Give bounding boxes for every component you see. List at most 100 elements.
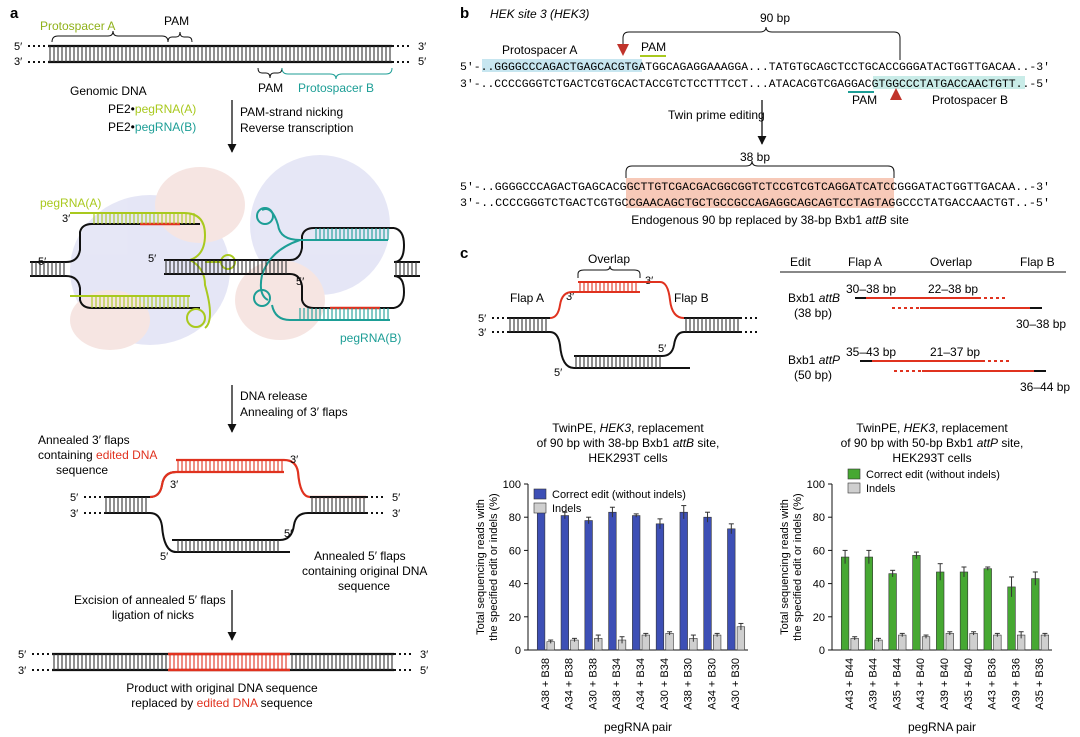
x-tick-label: A39 + B40: [939, 658, 951, 710]
panel-b-label: b: [460, 5, 469, 22]
bar-correct-edit: [888, 573, 897, 651]
step3-line1: Excision of annealed 5′ flaps: [74, 593, 226, 607]
table-header-overlap: Overlap: [930, 255, 972, 269]
protospacer-b-brace: [281, 67, 393, 80]
flap-length-table: Edit Flap A Overlap Flap B Bxb1 attB (38…: [780, 255, 1070, 394]
pam-top-label: PAM: [164, 14, 189, 28]
bar-correct-edit: [840, 556, 850, 651]
step3-line2: ligation of nicks: [112, 608, 194, 622]
three-prime-peg-a: 3′: [62, 213, 70, 225]
five-prime-c-bottom: 5′: [554, 367, 562, 379]
three-prime-overlap-bottom: 3′: [566, 291, 574, 303]
five-prime-prod-left: 5′: [18, 649, 26, 661]
three-prime-ann-right: 3′: [392, 508, 400, 520]
x-tick-label: A35 + B36: [1034, 658, 1046, 710]
y-tick-label: 0: [819, 645, 825, 657]
pe2-pegrna-a: PE2•pegRNA(A): [108, 102, 196, 116]
legend-label: Correct edit (without indels): [552, 489, 686, 501]
pegrna-complex-diagram: 5′ 3′ pegRNA(A) 5′: [30, 196, 420, 345]
three-prime-c-left: 3′: [478, 327, 486, 339]
y-tick-label: 0: [515, 645, 521, 657]
row1-flap-b: 30–38 bp: [1016, 317, 1066, 331]
chart-title-line2: of 90 bp with 50-bp Bxb1 attP site,: [841, 436, 1024, 450]
twin-pe-label: Twin prime editing: [668, 108, 765, 122]
three-prime-flap-bottom: 3′: [170, 479, 178, 491]
chart-title-line1: TwinPE, HEK3, replacement: [856, 421, 1008, 435]
bp38-brace: [625, 160, 895, 178]
bar-correct-edit: [727, 528, 736, 651]
product-line1: Product with original DNA sequence: [126, 681, 318, 695]
row1-flap-a: 30–38 bp: [846, 282, 896, 296]
y-axis-label-line1: Total sequencing reads with: [475, 499, 487, 635]
pegrna-b-label: pegRNA(B): [340, 331, 401, 345]
pam-bottom-brace: [257, 67, 283, 79]
x-tick-label: A43 + B44: [844, 658, 856, 710]
panel-b: b HEK site 3 (HEK3) 90 bp Protospacer A …: [460, 5, 1050, 227]
bar-indels: [665, 633, 674, 651]
hek-title: HEK site 3 (HEK3): [490, 7, 589, 21]
x-tick-label: A30 + B34: [659, 658, 671, 710]
protospacer-a-brace: [51, 30, 169, 43]
x-tick-label: A43 + B40: [915, 658, 927, 710]
bar-indels: [736, 626, 746, 651]
y-tick-label: 60: [813, 545, 825, 557]
genomic-dna-duplex: Protospacer A PAM 5′ 3′ 3′ 5′ PAM Protos…: [14, 14, 426, 95]
attb-insert-highlight: [626, 178, 894, 208]
row1-name: Bxb1 attB: [788, 291, 840, 305]
legend-label: Correct edit (without indels): [866, 469, 1000, 481]
row2-flap-b: 36–44 bp: [1020, 380, 1070, 394]
row1-overlap: 22–38 bp: [928, 282, 978, 296]
x-tick-label: A34 + B30: [706, 658, 718, 710]
pegrna-a-label: pegRNA(A): [40, 196, 101, 210]
panel-b-caption: Endogenous 90 bp replaced by 38-bp Bxb1 …: [631, 213, 909, 227]
x-tick-label: A38 + B38: [540, 658, 552, 710]
chart-title-line1: TwinPE, HEK3, replacement: [552, 421, 704, 435]
pam-bottom-b: PAM: [852, 93, 877, 107]
annealed3-line1: Annealed 3′ flaps: [38, 433, 130, 447]
flap-overlap-diagram: Overlap 3′ 3′ Flap A Flap B 5′ 3′ 5′ 5′: [478, 252, 760, 379]
bp90-brace: [622, 26, 901, 60]
nick-arrowhead-top: [617, 44, 629, 56]
five-prime-flap-top: 5′: [284, 528, 292, 540]
y-tick-label: 60: [509, 545, 521, 557]
chart-title-line2: of 90 bp with 38-bp Bxb1 attB site,: [537, 436, 720, 450]
x-tick-label: A35 + B44: [891, 658, 903, 710]
complex-base-pairs: [31, 213, 417, 320]
protospacer-b-highlight: [873, 76, 1025, 89]
step1-line2: Reverse transcription: [240, 121, 353, 135]
bar-indels: [993, 634, 1002, 651]
row2-overlap: 21–37 bp: [930, 345, 980, 359]
x-tick-label: A30 + B38: [587, 658, 599, 710]
five-prime-c-flap: 5′: [658, 343, 666, 355]
annealed3-line3: sequence: [56, 463, 108, 477]
legend-swatch: [533, 488, 547, 500]
panel-a-label: a: [10, 5, 19, 22]
protospacer-b-label: Protospacer B: [298, 81, 374, 95]
bar-correct-edit: [864, 556, 873, 651]
y-tick-label: 80: [813, 512, 825, 524]
bar-indels: [1040, 634, 1050, 651]
step2-line2: Annealing of 3′ flaps: [240, 405, 348, 419]
protospacer-a-b: Protospacer A: [502, 43, 577, 57]
annealed5-line2: containing original DNA: [302, 564, 427, 578]
five-prime-nick-a: 5′: [148, 253, 156, 265]
x-tick-label: A30 + B30: [730, 658, 742, 710]
bar-indels: [969, 633, 978, 651]
overlap-label: Overlap: [588, 252, 630, 266]
annealed5-line3: sequence: [338, 579, 390, 593]
five-prime-ann-left: 5′: [70, 492, 78, 504]
bar-indels: [921, 636, 931, 651]
bar-correct-edit: [703, 516, 712, 651]
three-prime-ann-left: 3′: [70, 508, 78, 520]
bar-correct-edit: [983, 568, 992, 651]
bar-indels: [945, 633, 954, 651]
three-prime-prod-left: 3′: [18, 665, 26, 677]
bp90-label: 90 bp: [760, 11, 790, 25]
flap-a-label: Flap A: [510, 291, 544, 305]
five-prime-top: 5′: [14, 41, 22, 53]
legend-swatch: [533, 502, 547, 514]
pam-top-b: PAM: [641, 40, 666, 54]
bar-indels: [898, 634, 907, 651]
